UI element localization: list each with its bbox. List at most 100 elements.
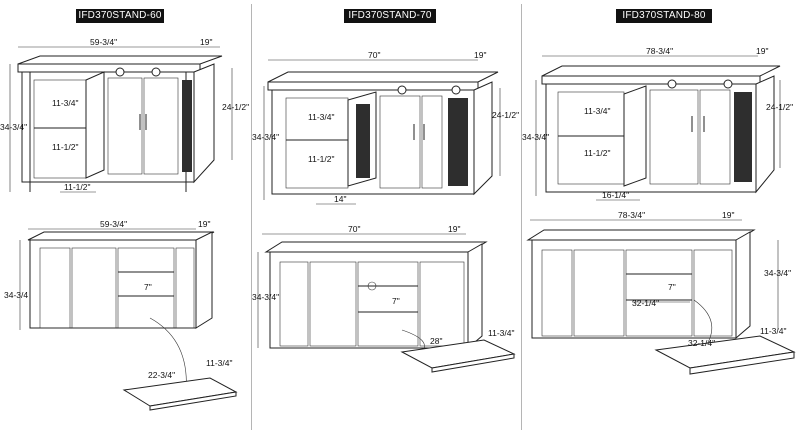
width-label: 78-3/4" [618,210,645,220]
door-mid [573,249,625,337]
open-door [623,85,647,187]
door-center-1 [649,89,699,185]
barn-wheel [151,67,161,77]
mesh-door [448,98,468,186]
board-width-label: 32-1/4" [688,338,715,348]
door-mid [309,261,357,347]
height-right-label: 24-1/2" [492,110,519,120]
door-center-1 [379,95,421,189]
model-title: IFD370STAND-80 [616,9,712,23]
shelf-lower-label: 11-1/2" [52,142,79,152]
cabinet-side [735,231,751,340]
depth-label: 19" [200,37,212,47]
open-compartment [357,261,419,347]
board-width-label: 22-3/4" [148,370,175,380]
leader-curve [693,299,713,347]
width-label: 70" [348,224,360,234]
cabinet-top [27,231,215,241]
shelf-gap-label: 7" [144,282,152,292]
height-label: 34-3/4" [764,268,791,278]
barn-wheel [667,79,677,89]
cabinet-body [531,239,737,339]
shelf-board-edge [149,391,237,411]
depth-label: 19" [722,210,734,220]
barn-wheel [451,85,461,95]
depth-label: 19" [198,219,210,229]
height-left-label: 34-3/4" [522,132,549,142]
mesh-door [182,80,192,172]
cabinet-body [29,239,197,329]
barn-wheel [397,85,407,95]
depth-label: 19" [448,224,460,234]
cabinet-body [545,83,757,193]
depth-label: 19" [474,50,486,60]
board-depth-label: 11-3/4" [760,326,787,336]
opening-label: 16-1/4" [602,190,629,200]
open-compartment [117,247,175,329]
leader-curve [149,317,187,393]
width-label: 59-3/4" [100,219,127,229]
cabinet-top [526,229,756,241]
drawing-60: 59-3/4" 19" 34-3/4" 24-1/2" 11-3/4" 11-1… [0,37,249,411]
cabinet-body [269,251,469,349]
shelf-board-edge [431,353,515,373]
mesh-door [356,104,370,178]
panel-70: IFD370STAND-70 70" 19" 34-3/4" 24-1/2" 1… [252,0,521,434]
barn-wheel [115,67,125,77]
height-label: 34-3/4 [4,290,28,300]
cabinet-top-front [267,81,479,91]
cabinet-top [17,55,223,65]
cabinet-top-front [17,63,201,73]
width-label: 78-3/4" [646,46,673,56]
door-right [693,249,733,337]
panel-divider-2 [521,4,522,430]
cabinet-side [193,63,215,184]
door-center-2 [143,77,179,175]
shelf-lower-label: 11-1/2" [584,148,611,158]
shelf-lower-label: 11-1/2" [308,154,335,164]
panel-80: IFD370STAND-80 78-3/4" 19" 34-3/4" 24-1/… [522,0,800,434]
width-label: 70" [368,50,380,60]
panel-divider-1 [251,4,252,430]
model-title: IFD370STAND-70 [344,9,436,23]
door-right [175,247,195,329]
width-label: 59-3/4" [90,37,117,47]
cabinet-side [755,75,775,194]
model-title: IFD370STAND-60 [76,9,164,23]
barn-wheel [723,79,733,89]
cable-hole [367,281,377,291]
height-label: 34-3/4" [252,292,279,302]
opening-label: 11-1/2" [64,182,91,192]
open-compartment [625,249,693,337]
opening-label: 14" [334,194,346,204]
drawing-80: 78-3/4" 19" 34-3/4" 24-1/2" 11-3/4" 11-1… [522,46,796,375]
board-depth-label: 11-3/4" [206,358,233,368]
shelf-gap-label: 7" [392,296,400,306]
shelf-upper-label: 11-3/4" [52,98,79,108]
depth-label: 19" [756,46,768,56]
panel-60: IFD370STAND-60 59-3/4" 19" 34-3/4" 24-1/… [0,0,251,434]
drawing-70: 70" 19" 34-3/4" 24-1/2" 11-3/4" 11-1/2" … [252,50,519,373]
cabinet-side [467,243,483,350]
door-left [541,249,573,337]
cabinet-top [264,241,488,253]
door-mid [71,247,117,329]
cabinet-top [541,65,781,77]
height-right-label: 24-1/2" [766,102,793,112]
door-center-1 [107,77,143,175]
shelf-gap-label: 7" [668,282,676,292]
door-left [279,261,309,347]
board-depth-label: 11-3/4" [488,328,515,338]
mesh-door [734,92,752,182]
cabinet-top [267,71,499,83]
door-center-2 [699,89,731,185]
shelf-board-edge [689,351,795,375]
door-left [39,247,71,329]
cabinet-side [195,231,213,329]
open-door [85,71,105,179]
board-width-label: 28" [430,336,442,346]
height-right-label: 24-1/2" [222,102,249,112]
height-left-label: 34-3/4" [252,132,279,142]
height-left-label: 34-3/4" [0,122,27,132]
inner-width-label: 32-1/4" [632,298,659,308]
